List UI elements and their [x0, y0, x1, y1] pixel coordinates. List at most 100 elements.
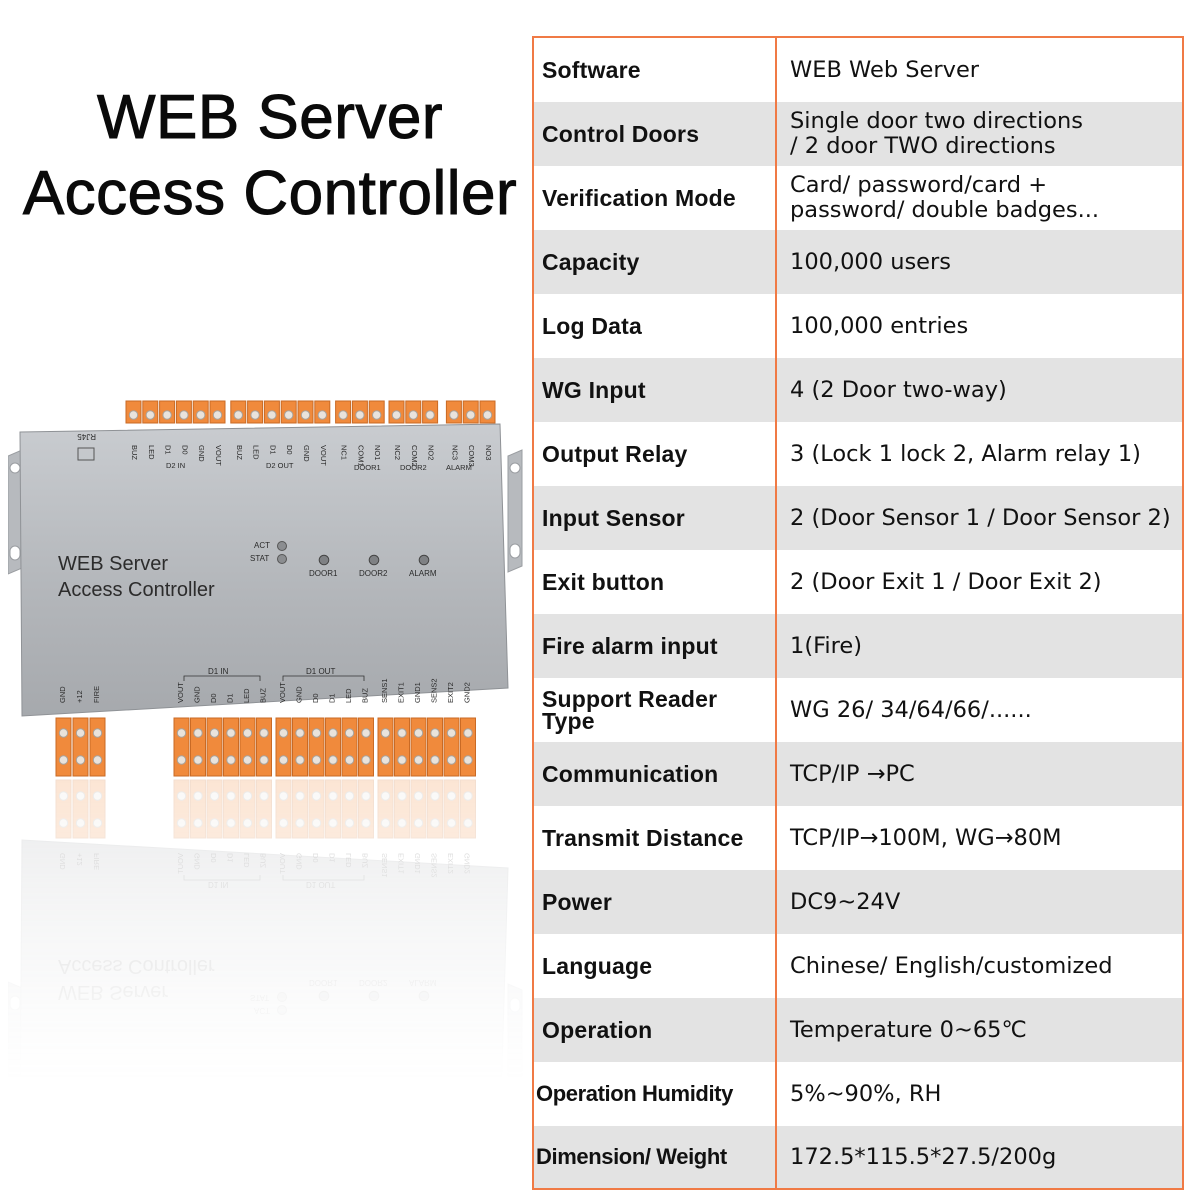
terminal-screw [466, 410, 476, 420]
svg-text:D1: D1 [328, 853, 337, 863]
terminal-label: EXIT1 [397, 682, 406, 703]
terminal-screw [355, 410, 365, 420]
svg-text:LED: LED [242, 853, 251, 868]
terminal-label: NC1 [340, 445, 349, 460]
spec-label: Verification Mode [542, 185, 736, 211]
terminal-block [239, 717, 256, 777]
svg-text:DOOR1: DOOR1 [309, 978, 338, 987]
spec-label: Input Sensor [542, 505, 685, 531]
svg-text:GND: GND [302, 1094, 311, 1111]
status-led [318, 554, 330, 566]
title-line-1: WEB Server [96, 83, 444, 153]
spec-label: Power [542, 889, 613, 915]
terminal-label: BUZ [235, 445, 244, 460]
mount-hole [509, 543, 521, 559]
terminal-screw [196, 410, 206, 420]
terminal-screw [391, 410, 402, 420]
terminal-block [256, 717, 272, 777]
spec-label: Output Relay [542, 441, 688, 467]
terminal-label: FIRE [92, 686, 101, 703]
svg-text:D1 OUT: D1 OUT [306, 880, 335, 889]
terminal-screw [338, 410, 348, 420]
rj45-label: RJ45 [77, 432, 96, 441]
spec-label: Support Reader Type [542, 686, 718, 734]
spec-value: 172.5*115.5*27.5/200g [790, 1143, 1057, 1170]
spec-value: WG 26/ 34/64/66/...... [790, 696, 1032, 723]
title-line-2: Access Controller [22, 159, 518, 229]
terminal-screw [278, 728, 289, 738]
terminal-label: BUZ [130, 445, 139, 460]
device-label-line-2: Access Controller [58, 579, 215, 601]
terminal-screw [267, 410, 277, 420]
mount-hole [9, 545, 21, 561]
status-led-label: ALARM [409, 569, 437, 578]
terminal-label: +12 [75, 690, 84, 703]
spec-label: Exit button [542, 569, 665, 595]
svg-text:VOUT: VOUT [319, 1090, 328, 1111]
spec-label: Communication [542, 761, 719, 787]
terminal-screw [463, 728, 473, 738]
terminal-label: COM2 [410, 445, 419, 467]
terminal-screw [295, 728, 305, 738]
svg-text:ALARM: ALARM [409, 978, 437, 987]
svg-text:GND: GND [295, 853, 304, 870]
spec-value: 3 (Lock 1 lock 2, Alarm relay 1) [790, 440, 1141, 467]
terminal-screw [311, 728, 322, 738]
svg-text:WEB Server: WEB Server [58, 981, 168, 1003]
terminal-screw [176, 728, 187, 738]
spec-row: Power DC9~24V [534, 870, 1182, 934]
terminal-screw [259, 728, 269, 738]
status-led [368, 554, 380, 566]
terminal-label: GND [193, 686, 202, 703]
terminal-label: VOUT [176, 682, 185, 703]
svg-text:DOOR1: DOOR1 [354, 1084, 381, 1093]
svg-text:BUZ: BUZ [235, 1096, 244, 1111]
svg-text:NO3: NO3 [484, 1096, 493, 1111]
terminal-label: GND2 [463, 682, 472, 703]
terminal-screw [162, 410, 172, 420]
terminal-block [427, 717, 443, 777]
status-led [418, 554, 430, 566]
terminal-screw [317, 410, 327, 420]
terminal-label: LED [252, 445, 261, 460]
terminal-group-label: D1 OUT [306, 667, 335, 676]
terminal-label: SENS1 [380, 678, 389, 703]
terminal-label: VOUT [278, 682, 287, 703]
terminal-screw [242, 728, 253, 738]
device-label-line-1: WEB Server [58, 553, 168, 575]
svg-text:D2 IN: D2 IN [166, 1086, 185, 1095]
terminal-block [173, 717, 190, 777]
terminal-screw [209, 728, 220, 738]
spec-label: Log Data [542, 313, 642, 339]
terminal-screw [295, 755, 305, 765]
terminal-screw [311, 755, 322, 765]
terminal-screw [482, 410, 493, 420]
svg-text:GND1: GND1 [413, 853, 422, 874]
svg-text:D0: D0 [180, 1101, 189, 1111]
svg-text:COM1: COM1 [356, 1089, 365, 1111]
terminal-screw [209, 755, 220, 765]
status-led-label: DOOR1 [309, 569, 338, 578]
svg-text:NC3: NC3 [450, 1096, 459, 1111]
spec-value: 100,000 users [790, 248, 951, 275]
svg-text:D1: D1 [268, 1101, 277, 1111]
svg-text:D1: D1 [226, 853, 235, 863]
device-body [19, 423, 509, 717]
terminal-block [394, 717, 410, 777]
svg-text:D1 IN: D1 IN [208, 880, 229, 889]
spec-value: DC9~24V [790, 888, 901, 915]
terminal-label: D0 [285, 445, 294, 455]
indicator-led [277, 541, 287, 551]
terminal-label: D0 [311, 693, 320, 703]
terminal-screw [233, 410, 244, 420]
svg-text:EXIT1: EXIT1 [397, 853, 406, 874]
terminal-block [460, 717, 476, 777]
terminal-label: EXIT2 [446, 682, 455, 703]
